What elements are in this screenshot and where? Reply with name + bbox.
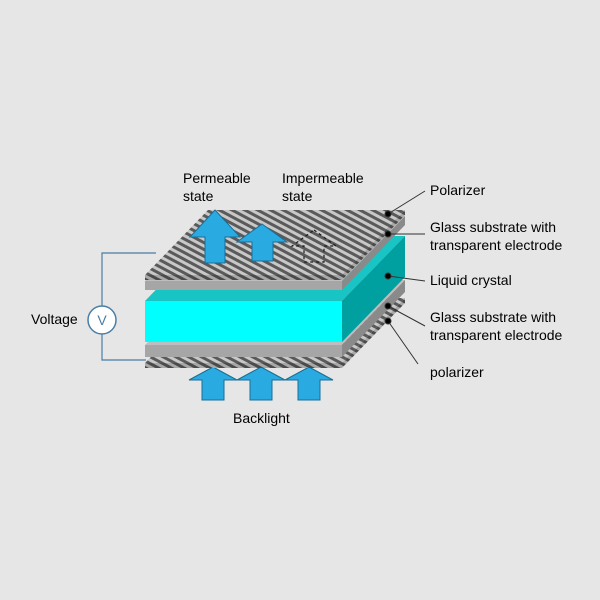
layer-label-liquid-crystal: Liquid crystal <box>430 272 512 288</box>
up-arrow-icon <box>235 223 289 262</box>
meter-symbol: V <box>97 312 107 328</box>
up-arrow-icon <box>236 366 286 401</box>
up-arrow-icon <box>284 366 334 401</box>
layer-label-top-polarizer: Polarizer <box>430 182 486 198</box>
backlight-label: Backlight <box>233 410 290 426</box>
layer-label-bottom-glass-substrate: Glass substrate with transparent electro… <box>430 309 563 343</box>
permeable-state-label: Permeable state <box>183 170 251 204</box>
layer-label-top-glass-substrate: Glass substrate with transparent electro… <box>430 219 563 253</box>
up-arrow-icon <box>188 209 242 264</box>
voltage-circuit-wires <box>101 252 156 361</box>
backlight-arrows <box>188 366 334 401</box>
up-arrow-icon <box>188 366 238 401</box>
impermeable-state-label: Impermeable state <box>282 170 364 204</box>
callout-leaders <box>384 190 426 365</box>
permeable-state-arrows <box>188 209 289 264</box>
voltage-label: Voltage <box>31 311 78 327</box>
layer-label-bottom-polarizer: polarizer <box>430 364 484 380</box>
voltmeter-icon: V <box>87 305 117 335</box>
